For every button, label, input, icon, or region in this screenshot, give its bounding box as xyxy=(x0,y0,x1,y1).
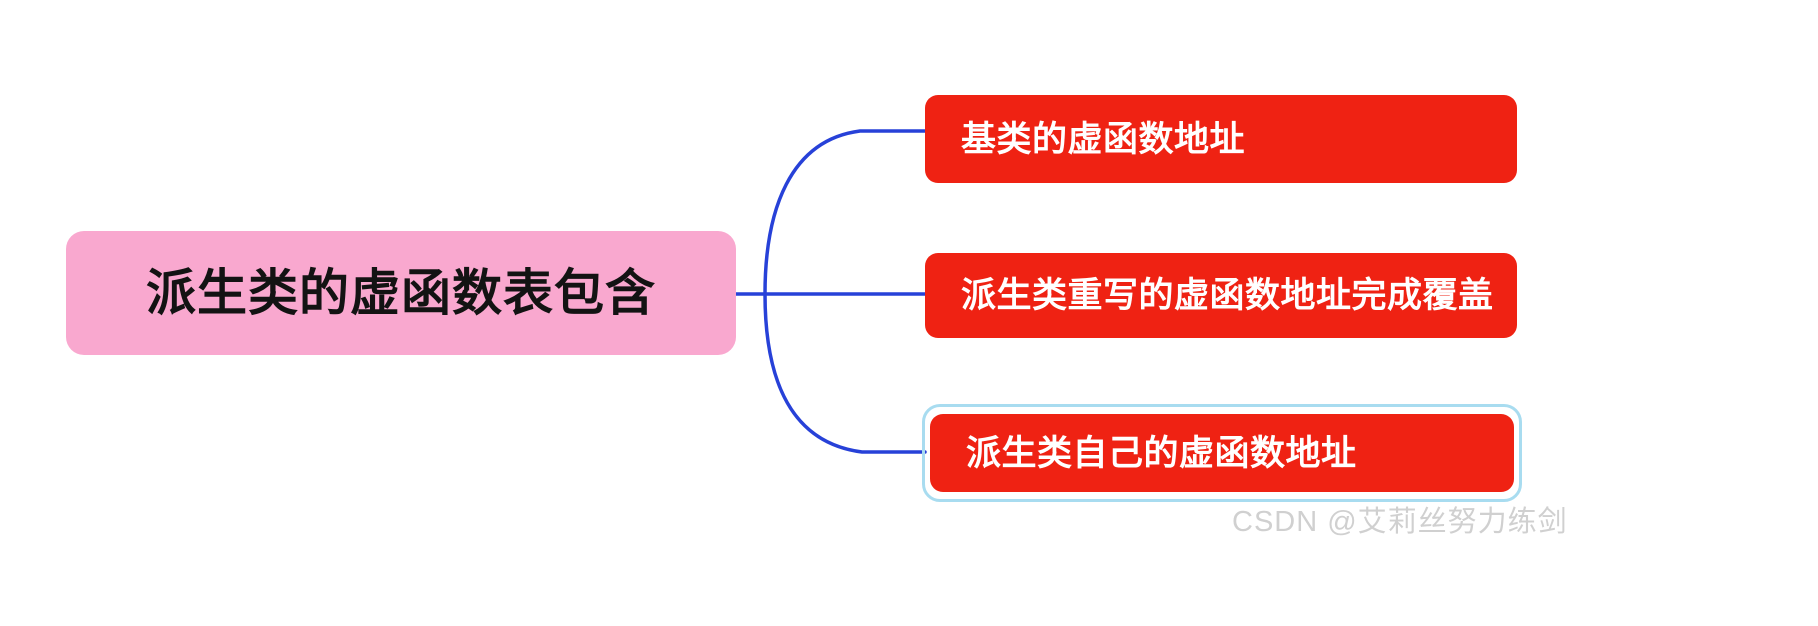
root-node-label: 派生类的虚函数表包含 xyxy=(146,265,656,321)
branch-node-3-label: 派生类自己的虚函数地址 xyxy=(966,433,1357,473)
watermark: CSDN @艾莉丝努力练剑 xyxy=(1232,506,1568,538)
root-node[interactable]: 派生类的虚函数表包含 xyxy=(66,231,736,355)
branch-node-1[interactable]: 基类的虚函数地址 xyxy=(925,95,1517,183)
branch-node-3-selection-ring xyxy=(922,404,1522,502)
branch-node-1-label: 基类的虚函数地址 xyxy=(961,119,1246,159)
branch-node-3[interactable]: 派生类自己的虚函数地址 xyxy=(930,414,1514,492)
branch-node-2-label: 派生类重写的虚函数地址完成覆盖 xyxy=(961,276,1494,315)
branch-node-2[interactable]: 派生类重写的虚函数地址完成覆盖 xyxy=(925,253,1517,338)
connector-to-branch-3 xyxy=(763,292,927,454)
connector-to-branch-1 xyxy=(763,129,927,296)
